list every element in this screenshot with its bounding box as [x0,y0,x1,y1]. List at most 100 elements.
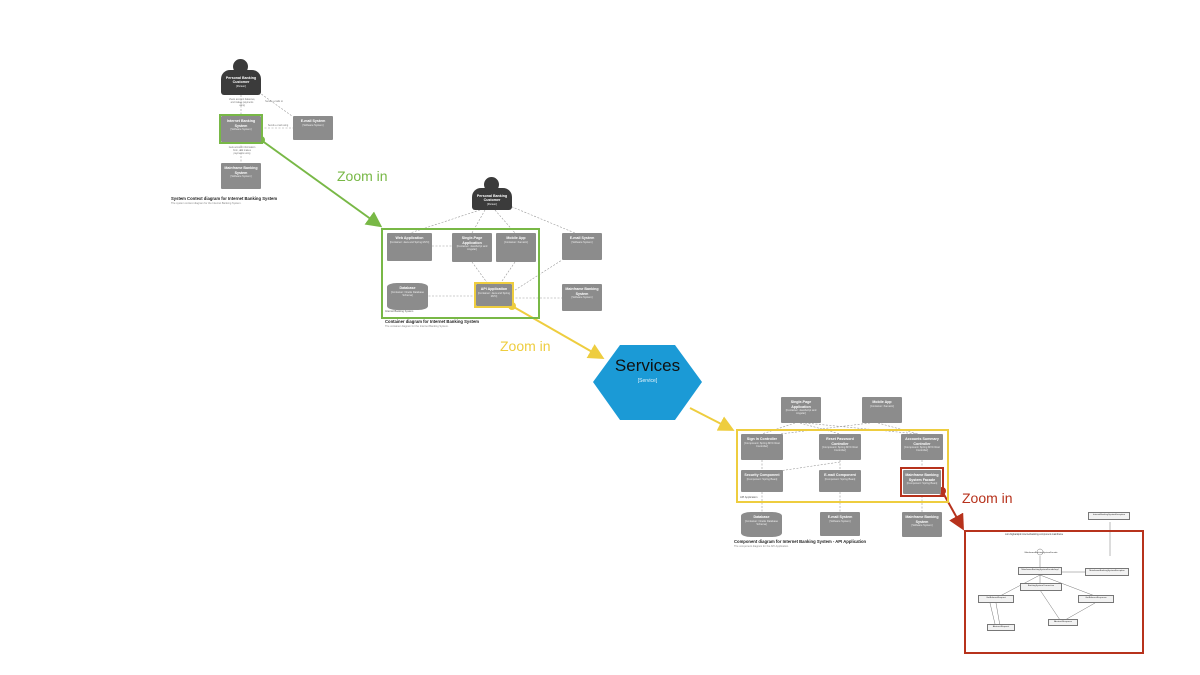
context-customer-type: [Person] [236,84,246,88]
context-ibs: Internet Banking System [Software System… [221,116,261,142]
component-caption: Component diagram for Internet Banking S… [734,539,867,544]
component-security-name: Security Component [744,473,780,477]
component-facade-name: Mainframe Banking System Facade [905,473,939,482]
services-hexagon [593,345,702,420]
component-db-name: Database [753,515,770,519]
component-security: Security Component [Component: Spring Be… [741,470,783,492]
container-db-name: Database [399,286,416,290]
container-spa: Single-Page Application [Container: Java… [452,233,492,262]
context-ibs-type: [Software System] [230,128,252,131]
context-email-name: E-mail System [300,119,326,123]
uml-get-balance-response: GetBalanceResponse [1078,595,1114,603]
component-reset: Reset Password Controller [Component: Sp… [819,434,861,460]
context-rel1-label: Views account balances, and makes paymen… [228,98,256,107]
component-mobile-type: [Container: Xamarin] [870,404,894,408]
component-email-type: [Software System] [829,519,851,523]
component-caption-sub: The component diagram for the API Applic… [734,545,789,548]
container-api: API Application [Container: Java and Spr… [476,284,512,306]
component-signin: Sign In Controller [Component: Spring MV… [741,434,783,460]
context-mainframe-name: Mainframe Banking System [224,166,258,175]
container-mainframe-type: [Software System] [571,296,593,299]
component-email-comp: E-mail Component [Component: Spring Bean… [819,470,861,492]
context-rel2-label: Sends e-mails to [265,100,283,103]
container-email: E-mail System [Software System] [562,233,602,260]
container-web-name: Web Application [395,236,424,240]
container-customer-type: [Person] [487,202,497,206]
zoom-arrow-green [260,139,383,228]
container-web: Web Application [Container: Java and Spr… [387,233,432,261]
component-db-type: [Container: Oracle Database Schema] [745,519,778,526]
uml-facade-interface: MainframeBankingSystemFacade [1024,552,1058,554]
component-email: E-mail System [Software System] [820,512,860,536]
container-mobile-name: Mobile App [506,236,526,240]
component-spa: Single-Page Application [Container: Java… [781,397,821,423]
context-email-type: [Software System] [302,123,324,127]
container-mainframe-name: Mainframe Banking System [565,287,599,296]
component-email-comp-name: E-mail Component [824,473,856,477]
component-spa-type: [Container: JavaScript and Angular] [785,409,817,416]
container-spa-type: [Container: JavaScript and Angular] [456,245,488,252]
container-caption-sub: The container diagram for the Internet B… [385,325,449,328]
uml-mainframe-exception: MainframeBankingSystemException [1085,568,1129,576]
zoom-label-red: Zoom in [962,490,1013,506]
component-mainframe-type: [Software System] [911,524,933,527]
context-email: E-mail System [Software System] [293,116,333,140]
context-caption-sub: The system context diagram for the Inter… [171,202,242,205]
zoom-arrow-red [941,490,964,531]
context-rel3-label: Sends e-mail using [267,124,289,127]
component-email-comp-type: [Component: Spring Bean] [824,477,856,481]
context-customer: Personal Banking Customer [Person] [221,70,261,95]
services-title: Services [614,356,681,375]
component-security-type: [Component: Spring Bean] [746,477,778,481]
zoom-label-yellow: Zoom in [500,338,551,354]
component-facade-highlight [900,467,944,497]
context-highlight-frame [219,114,263,144]
code-package-title: com.bigbankplc.internetbanking.component… [1005,533,1064,536]
zoom-arrow-yellow [511,305,605,359]
context-rel4-label: Gets account information from, and makes… [228,146,256,155]
zoom-label-green: Zoom in [337,168,388,184]
container-mobile: Mobile App [Container: Xamarin] [496,233,536,262]
context-mainframe: Mainframe Banking System [Software Syste… [221,163,261,189]
container-api-highlight [474,282,514,308]
component-boundary-frame [736,429,949,503]
services-subtitle: [Service] [637,378,658,384]
container-boundary-label: Internet Banking System [385,310,414,313]
code-relations [989,522,1111,627]
context-mainframe-type: [Software System] [230,175,252,178]
component-facade-type: [Component: Spring Bean] [906,482,938,485]
component-mobile: Mobile App [Container: Xamarin] [862,397,902,423]
component-email-name: E-mail System [827,515,853,519]
uml-get-balance-request: GetBalanceRequest [978,595,1014,603]
component-signin-type: [Component: Spring MVC Rest Controller] [744,441,780,448]
component-reset-type: [Component: Spring MVC Rest Controller] [822,446,858,453]
code-highlight-frame [964,530,1144,654]
component-signin-name: Sign In Controller [746,437,778,441]
container-caption: Container diagram for Internet Banking S… [385,319,480,324]
context-caption: System Context diagram for Internet Bank… [171,196,278,201]
component-mainframe-name: Mainframe Banking System [905,515,939,524]
container-db-type: [Container: Oracle Database Schema] [391,290,424,297]
component-accounts-type: [Component: Spring MVC Rest Controller] [904,446,940,453]
container-spa-name: Single-Page Application [461,236,483,245]
uml-banking-connection: BankingSystemConnection [1020,583,1062,591]
uml-abstract-request: AbstractRequest [987,624,1015,631]
services-arrow-yellow [689,407,735,431]
container-email-type: [Software System] [571,240,593,244]
container-api-type: [Container: Java and Spring MVC] [477,291,511,298]
container-customer-name: Personal Banking Customer [476,194,508,203]
context-customer-name: Personal Banking Customer [225,76,257,85]
interface-lollipop [1036,548,1044,556]
component-accounts-name: Accounts Summary Controller [905,437,939,446]
component-boundary-label: API Application [740,496,758,499]
container-mainframe: Mainframe Banking System [Software Syste… [562,284,602,311]
container-email-name: E-mail System [569,236,595,240]
container-api-name: API Application [480,287,508,291]
component-db: Database [Container: Oracle Database Sch… [741,512,782,537]
component-reset-name: Reset Password Controller [826,437,854,446]
uml-internet-banking-exception: InternetBankingSystemException [1088,512,1130,520]
context-ibs-name: Internet Banking System [226,119,256,128]
component-facade: Mainframe Banking System Facade [Compone… [903,470,941,494]
container-customer: Personal Banking Customer [Person] [472,188,512,210]
